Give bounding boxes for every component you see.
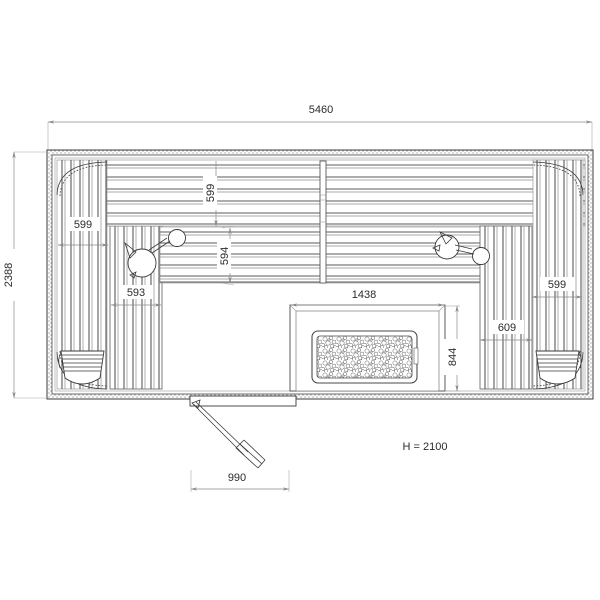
door-width-label: 990 [228, 472, 246, 484]
dimension-stove-depth: 844 [444, 305, 460, 392]
dimension-stove-width: 1438 [290, 286, 445, 307]
dimension-right-bench-lower: 609 [479, 320, 533, 342]
right-bench-upper-label: 599 [548, 279, 566, 291]
left-corner-bucket [58, 350, 105, 385]
stove-stones [316, 335, 413, 379]
dimension-top-bench-depth: 599 [203, 161, 218, 227]
dimension-overall-depth: 2388 [0, 151, 46, 399]
dimension-second-bench-depth: 594 [217, 225, 235, 286]
corner-detail-top-right [532, 161, 584, 197]
corner-detail-top-left [56, 161, 108, 197]
right-bench-lower-label: 609 [498, 322, 516, 334]
dimension-right-bench-upper: 599 [531, 277, 583, 299]
top-bench-depth-label: 599 [205, 184, 217, 202]
entry-door [189, 395, 297, 469]
dimension-left-bench-lower: 593 [110, 285, 162, 307]
dimension-overall-width: 5460 [47, 101, 593, 150]
overall-depth-label: 2388 [3, 263, 15, 287]
second-bench-depth-label: 594 [219, 247, 231, 265]
left-headrest [124, 229, 186, 279]
dimension-door-width: 990 [190, 469, 290, 492]
stove-depth-label: 844 [447, 348, 459, 366]
centre-bench-post [319, 160, 327, 284]
height-note: H = 2100 [403, 441, 448, 453]
stove-width-label: 1438 [352, 289, 376, 301]
dimension-left-bench-upper: 599 [57, 217, 109, 247]
sauna-stove [289, 304, 446, 392]
upper-bench-top [106, 159, 586, 227]
overall-width-label: 5460 [309, 104, 333, 116]
right-headrest [432, 231, 490, 265]
left-bench-upper-label: 599 [74, 219, 92, 231]
left-bench-lower-label: 593 [127, 287, 145, 299]
right-corner-bucket [535, 350, 582, 385]
